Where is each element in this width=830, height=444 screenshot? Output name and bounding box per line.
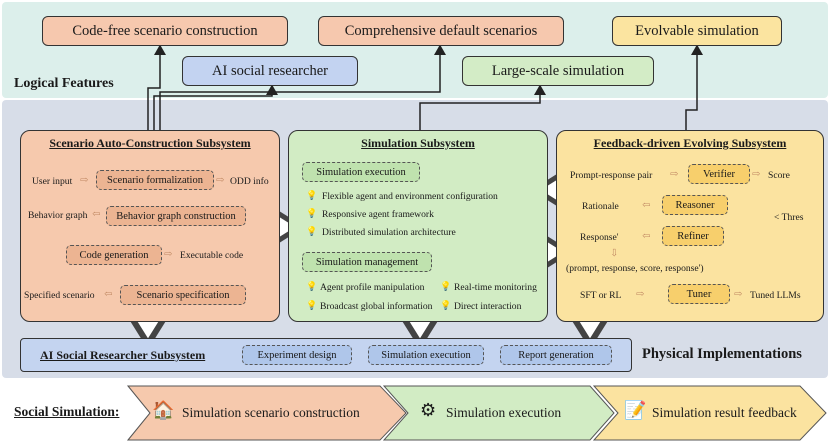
simulation-execution-step-box: Simulation execution bbox=[368, 345, 484, 365]
house-tools-icon: 🏠 bbox=[152, 400, 175, 420]
arrow-left-icon: ⇦ bbox=[92, 209, 101, 220]
lightbulb-icon: 💡 bbox=[440, 300, 452, 310]
mgmt-item: Direct interaction bbox=[454, 301, 522, 312]
exec-item: Flexible agent and environment configura… bbox=[322, 191, 498, 202]
prompt-response-pair-label: Prompt-response pair bbox=[570, 170, 653, 181]
scenario-formalization-box: Scenario formalization bbox=[96, 170, 214, 190]
stage-simulation-execution: Simulation execution bbox=[446, 405, 562, 420]
arrow-right-icon: ⇨ bbox=[216, 175, 225, 186]
ai-social-researcher-feature: AI social researcher bbox=[182, 56, 358, 86]
social-simulation-label: Social Simulation: bbox=[14, 404, 120, 419]
simulation-management-box: Simulation management bbox=[302, 252, 432, 272]
mgmt-item: Broadcast global information bbox=[320, 301, 433, 312]
arrow-right-icon: ⇨ bbox=[752, 169, 761, 180]
arrow-right-icon: ⇨ bbox=[636, 289, 645, 300]
sft-rl-label: SFT or RL bbox=[580, 290, 622, 301]
lightbulb-icon: 💡 bbox=[306, 281, 318, 291]
exec-item: Distributed simulation architecture bbox=[322, 227, 456, 238]
large-scale-simulation-feature: Large-scale simulation bbox=[462, 56, 654, 86]
arrow-right-icon: ⇨ bbox=[80, 175, 89, 186]
rationale-label: Rationale bbox=[582, 201, 619, 212]
physical-implementations-label: Physical Implementations bbox=[642, 346, 802, 362]
behavior-graph-label: Behavior graph bbox=[28, 210, 88, 221]
code-free-scenario-construction-feature: Code-free scenario construction bbox=[42, 16, 288, 46]
code-generation-box: Code generation bbox=[66, 245, 162, 265]
comprehensive-default-scenarios-feature: Comprehensive default scenarios bbox=[318, 16, 564, 46]
lightbulb-icon: 💡 bbox=[306, 226, 318, 236]
arrow-right-icon: ⇨ bbox=[734, 289, 743, 300]
odd-info-label: ODD info bbox=[230, 176, 269, 187]
evolvable-simulation-feature: Evolvable simulation bbox=[612, 16, 782, 46]
refiner-box: Refiner bbox=[662, 226, 724, 246]
lightbulb-icon: 💡 bbox=[306, 190, 318, 200]
response-prime-label: Response' bbox=[580, 232, 619, 243]
scenario-subsystem-title: Scenario Auto-Construction Subsystem bbox=[49, 136, 251, 150]
arrow-right-icon: ⇨ bbox=[164, 249, 173, 260]
feedback-subsystem-title: Feedback-driven Evolving Subsystem bbox=[593, 136, 787, 150]
arrow-right-icon: ⇨ bbox=[670, 169, 679, 180]
experiment-design-box: Experiment design bbox=[242, 345, 352, 365]
researcher-subsystem-title: AI Social Researcher Subsystem bbox=[40, 348, 206, 362]
executable-code-label: Executable code bbox=[180, 250, 244, 261]
report-pen-icon: 📝 bbox=[624, 400, 647, 420]
lightbulb-icon: 💡 bbox=[306, 300, 318, 310]
mgmt-item: Agent profile manipulation bbox=[320, 282, 425, 293]
stage-scenario-construction: Simulation scenario construction bbox=[182, 405, 360, 420]
lightbulb-icon: 💡 bbox=[440, 281, 452, 291]
report-generation-box: Report generation bbox=[500, 345, 612, 365]
logical-features-label: Logical Features bbox=[14, 76, 114, 91]
stage-result-feedback: Simulation result feedback bbox=[652, 405, 797, 420]
gear-cycle-icon: ⚙ bbox=[420, 400, 437, 420]
arrow-left-icon: ⇦ bbox=[104, 289, 113, 300]
simulation-subsystem-panel bbox=[288, 130, 548, 322]
exec-item: Responsive agent framework bbox=[322, 209, 434, 220]
arrow-left-icon: ⇦ bbox=[642, 231, 651, 242]
scenario-specification-box: Scenario specification bbox=[120, 285, 246, 305]
tuned-llms-label: Tuned LLMs bbox=[750, 290, 801, 301]
simulation-subsystem-title: Simulation Subsystem bbox=[361, 136, 475, 150]
user-input-label: User input bbox=[32, 176, 73, 187]
mgmt-item: Real-time monitoring bbox=[454, 282, 537, 293]
behavior-graph-construction-box: Behavior graph construction bbox=[106, 206, 246, 226]
simulation-execution-box: Simulation execution bbox=[302, 162, 420, 182]
reasoner-box: Reasoner bbox=[662, 195, 728, 215]
tuple-label: (prompt, response, score, response') bbox=[566, 263, 704, 274]
verifier-box: Verifier bbox=[688, 164, 750, 184]
score-label: Score bbox=[768, 170, 790, 181]
lightbulb-icon: 💡 bbox=[306, 208, 318, 218]
specified-scenario-label: Specified scenario bbox=[24, 290, 95, 301]
arrow-left-icon: ⇦ bbox=[642, 200, 651, 211]
arrow-down-icon: ⇩ bbox=[610, 248, 619, 259]
threshold-label: < Thres bbox=[774, 212, 804, 223]
tuner-box: Tuner bbox=[668, 284, 730, 304]
